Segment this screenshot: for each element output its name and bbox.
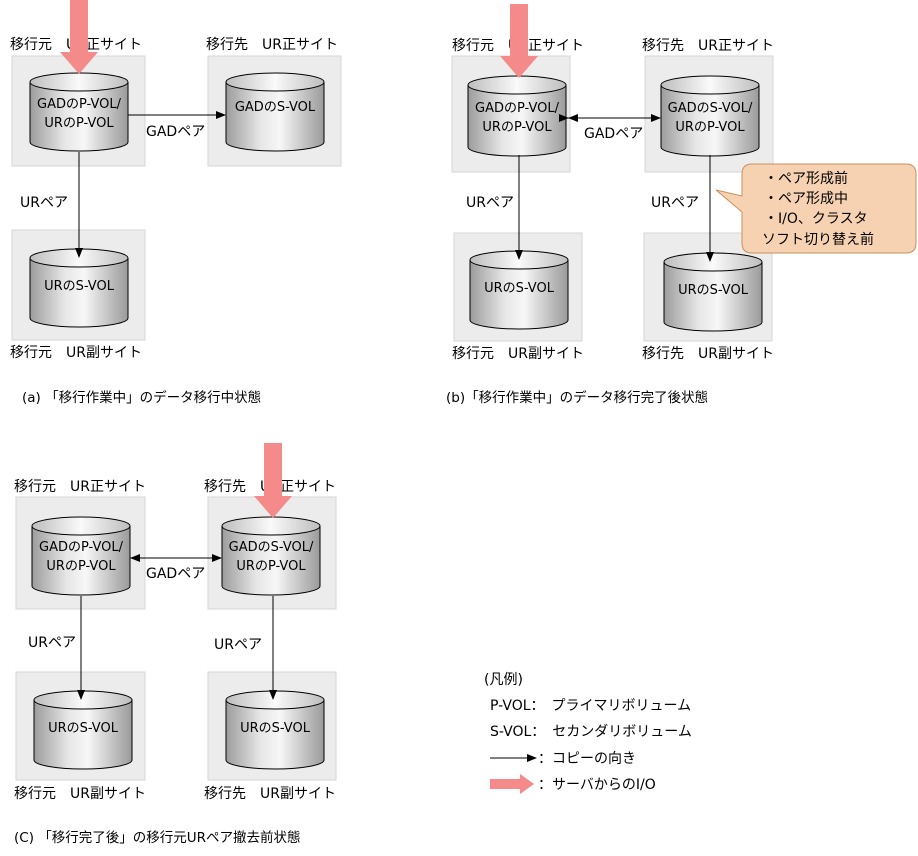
site-label: 移行先 UR正サイト	[206, 37, 338, 53]
volume-label: GADのS-VOL/	[668, 101, 753, 116]
legend-pvol: P-VOL： プライマリボリューム	[490, 698, 691, 714]
pair-label: GADペア	[584, 126, 643, 142]
volume-label: GADのS-VOL/	[229, 540, 314, 555]
volume-cylinder: GADのS-VOL/ URのP-VOL	[660, 75, 760, 157]
legend-copy-label: ：コピーの向き	[538, 751, 636, 767]
site-label: 移行先 UR副サイト	[204, 786, 336, 802]
legend-io-label: ：サーバからのI/O	[538, 777, 656, 793]
copy-arrowhead	[568, 114, 578, 122]
volume-label: URのS-VOL	[484, 281, 555, 296]
callout-line: ・ペア形成中	[764, 191, 848, 207]
volume-cylinder: URのS-VOL	[33, 690, 133, 770]
volume-label: URのP-VOL	[482, 120, 552, 135]
legend-svol: S-VOL： セカンダリボリューム	[490, 724, 692, 740]
volume-label: URのP-VOL	[46, 559, 116, 574]
site-label: 移行先 UR正サイト	[642, 38, 774, 54]
volume-label: GADのP-VOL/	[37, 97, 122, 112]
panel-caption: (b)「移行作業中」のデータ移行完了後状態	[446, 389, 708, 406]
volume-label: URのP-VOL	[44, 116, 114, 131]
volume-label: URのP-VOL	[675, 120, 745, 135]
volume-label: URのS-VOL	[44, 279, 115, 294]
volume-label: GADのP-VOL/	[39, 540, 124, 555]
volume-cylinder: GADのP-VOL/ URのP-VOL	[467, 75, 567, 157]
legend: (凡例) P-VOL： プライマリボリューム S-VOL： セカンダリボリューム…	[484, 672, 692, 794]
panel-b: 移行元 UR正サイト 移行先 UR正サイト 移行元 UR副サイト 移行先 UR副…	[446, 4, 917, 406]
panel-caption: (C) 「移行完了後」の移行元URペア撤去前状態	[14, 829, 301, 846]
legend-io-arrow	[490, 774, 534, 794]
volume-cylinder: URのS-VOL	[225, 690, 325, 770]
site-label: 移行元 UR副サイト	[452, 346, 584, 362]
io-arrow	[254, 443, 292, 518]
volume-label: URのS-VOL	[678, 283, 749, 298]
panel-c: 移行元 UR正サイト 移行先 UR正サイト 移行元 UR副サイト 移行先 UR副…	[14, 443, 337, 846]
site-label: 移行元 UR副サイト	[14, 786, 146, 802]
volume-cylinder: GADのS-VOL/ URのP-VOL	[221, 516, 321, 596]
pair-label: URペア	[20, 195, 68, 211]
pair-label: URペア	[28, 635, 76, 651]
volume-label: GADのP-VOL/	[475, 101, 560, 116]
volume-cylinder: GADのP-VOL/ URのP-VOL	[29, 72, 129, 152]
volume-label: URのP-VOL	[236, 559, 306, 574]
panel-caption: (a) 「移行作業中」のデータ移行中状態	[22, 389, 261, 406]
volume-label: URのS-VOL	[240, 721, 311, 736]
callout-line: ・I/O、クラスタ	[764, 211, 868, 227]
status-callout: ・ペア形成前 ・ペア形成中 ・I/O、クラスタ ソフト切り替え前	[715, 163, 917, 254]
io-arrow	[500, 4, 538, 78]
pair-label: GADペア	[146, 124, 205, 140]
volume-cylinder: URのS-VOL	[663, 252, 763, 332]
pair-label: GADペア	[146, 566, 205, 582]
volume-label: URのS-VOL	[48, 721, 119, 736]
legend-title: (凡例)	[484, 672, 523, 688]
site-label: 移行元 UR正サイト	[14, 479, 146, 495]
panel-a: 移行元 UR正サイト 移行先 UR正サイト 移行元 UR副サイト GADのP-V…	[10, 0, 342, 406]
pair-label: URペア	[466, 195, 514, 211]
callout-line: ・ペア形成前	[764, 170, 848, 187]
volume-cylinder: URのS-VOL	[29, 248, 129, 328]
io-arrow	[60, 0, 98, 74]
pair-label: URペア	[214, 637, 262, 653]
volume-cylinder: URのS-VOL	[469, 250, 569, 330]
volume-cylinder: GADのP-VOL/ URのP-VOL	[31, 516, 131, 596]
volume-label: GADのS-VOL	[235, 100, 316, 115]
copy-arrowhead	[130, 554, 140, 562]
site-label: 移行元 UR副サイト	[10, 345, 142, 361]
volume-cylinder: GADのS-VOL	[225, 72, 325, 152]
site-label: 移行先 UR副サイト	[642, 346, 774, 362]
callout-line: ソフト切り替え前	[762, 231, 874, 248]
pair-label: URペア	[651, 195, 699, 211]
